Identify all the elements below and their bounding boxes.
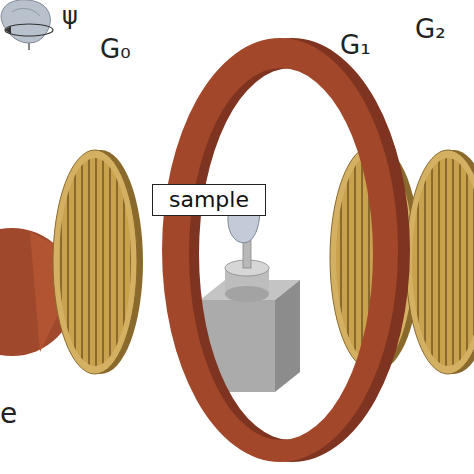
grating-label: G₀: [100, 36, 131, 62]
source-label: e: [0, 400, 17, 428]
grating-g2: [406, 150, 474, 375]
coil-ring: [162, 38, 410, 462]
grating-label: G₁: [340, 32, 371, 58]
rotation-sketch: [1, 0, 53, 50]
grating-g0: [53, 150, 143, 375]
grating-label: G₂: [415, 16, 446, 42]
sample-label-box: sample: [152, 184, 266, 216]
node-text: sample: [169, 189, 249, 211]
rotation-symbol: ψ: [62, 4, 78, 28]
